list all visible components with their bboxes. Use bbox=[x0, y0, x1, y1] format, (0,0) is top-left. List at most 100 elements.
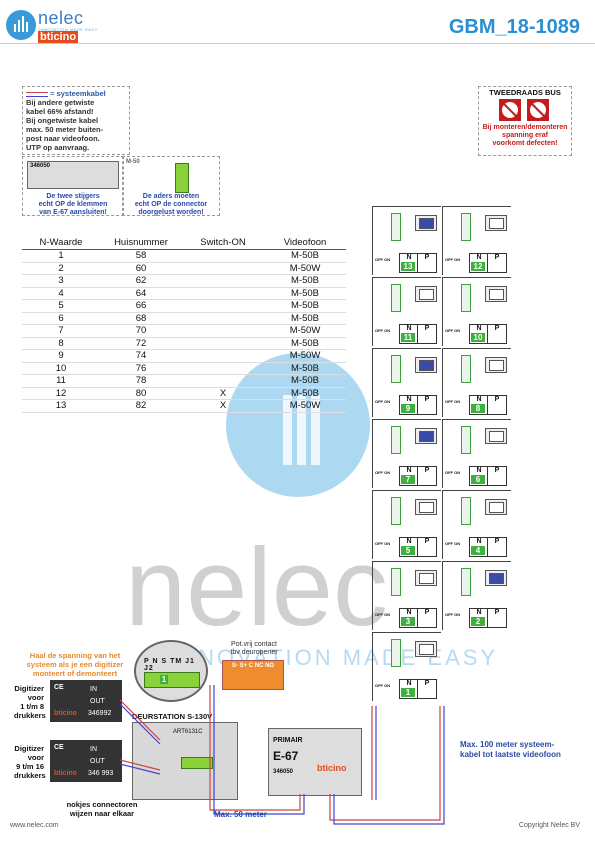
unit-number: 4 bbox=[471, 546, 485, 555]
brand-name: nelec bbox=[38, 8, 84, 28]
detail-right-text: doorgelust worden! bbox=[138, 209, 204, 216]
table-cell bbox=[182, 312, 264, 325]
off-on-label: OFF ON bbox=[375, 257, 391, 262]
ce-mark: CE bbox=[54, 744, 64, 751]
off-on-label: OFF ON bbox=[445, 470, 461, 475]
digitizer-text: Digitizer bbox=[14, 684, 44, 693]
n-label: N bbox=[476, 254, 482, 261]
table-cell: 78 bbox=[100, 374, 182, 388]
off-on-label: OFF ON bbox=[445, 257, 461, 262]
n-label: N bbox=[476, 325, 482, 332]
p-label: P bbox=[424, 396, 430, 403]
digitizer-text: voor bbox=[27, 693, 44, 702]
connector-labels: P N S TM J1 J2 bbox=[144, 658, 195, 672]
nokjes-line: wijzen naar elkaar bbox=[69, 809, 135, 818]
terminal-block bbox=[461, 284, 471, 312]
e67-primair: PRIMAIR bbox=[273, 737, 303, 744]
detail-right-label: M-50 bbox=[126, 159, 140, 165]
table-cell: 12 bbox=[22, 387, 100, 400]
cable-note-line: post naar videofoon. bbox=[26, 134, 100, 143]
bus-warning-box: TWEEDRAADS BUS Bij monteren/demonteren s… bbox=[478, 86, 572, 156]
detail-box-m50: M-50 De aders moeten echt OP de connecto… bbox=[122, 156, 220, 216]
connector-block bbox=[144, 672, 200, 688]
nelec-logo-icon bbox=[6, 10, 36, 40]
unit-number: 12 bbox=[471, 262, 485, 271]
off-on-label: OFF ON bbox=[375, 328, 391, 333]
table-cell: X bbox=[182, 399, 264, 413]
monitor-icon bbox=[485, 215, 507, 231]
table-cell: M-50B bbox=[264, 287, 346, 300]
table-cell: M-50W bbox=[264, 324, 346, 338]
table-cell: 74 bbox=[100, 349, 182, 363]
out-label: OUT bbox=[90, 698, 105, 705]
np-box: P bbox=[417, 253, 437, 273]
bus-warning-text: voorkomt defecten! bbox=[492, 140, 558, 147]
brand-mark: bticino bbox=[54, 710, 77, 717]
n-label: N bbox=[406, 538, 412, 545]
supply-note: Haal de spanning van het systeem als je … bbox=[14, 651, 136, 678]
table-cell: 6 bbox=[22, 312, 100, 325]
table-cell: M-50W bbox=[264, 399, 346, 413]
terminal-block bbox=[391, 355, 401, 383]
n-label: N bbox=[476, 538, 482, 545]
doorstation-code: ART6131C bbox=[173, 729, 203, 735]
np-box: P bbox=[487, 324, 507, 344]
unit-number: 11 bbox=[401, 333, 415, 342]
table-cell: 68 bbox=[100, 312, 182, 325]
monitor-icon bbox=[485, 428, 507, 444]
terminal-block bbox=[461, 497, 471, 525]
out-label: OUT bbox=[90, 758, 105, 765]
table-cell: M-50B bbox=[264, 312, 346, 325]
max50-label: Max. 50 meter bbox=[214, 810, 267, 819]
np-box: P bbox=[487, 537, 507, 557]
digitizer-code: 346992 bbox=[88, 710, 112, 717]
sub-brand: bticino bbox=[38, 31, 79, 43]
table-cell: M-50B bbox=[264, 249, 346, 263]
e67-name: E-67 bbox=[273, 749, 299, 763]
table-cell: 1 bbox=[22, 249, 100, 263]
n-label: N bbox=[406, 254, 412, 261]
np-box: P bbox=[417, 537, 437, 557]
table-cell bbox=[182, 287, 264, 300]
table-cell bbox=[182, 337, 264, 350]
cable-note-line: Bij andere getwiste bbox=[26, 98, 95, 107]
p-label: P bbox=[494, 609, 500, 616]
p-label: P bbox=[494, 254, 500, 261]
table-cell bbox=[182, 249, 264, 263]
np-box: P bbox=[417, 466, 437, 486]
table-cell: M-50W bbox=[264, 262, 346, 275]
unit-number: 2 bbox=[471, 617, 485, 626]
unit-number: 13 bbox=[401, 262, 415, 271]
table-cell: 3 bbox=[22, 274, 100, 288]
e67-module: PRIMAIR E-67 bticino 346050 bbox=[268, 728, 362, 796]
table-cell: 4 bbox=[22, 287, 100, 300]
table-cell: M-50B bbox=[264, 362, 346, 375]
contact-line: tbv deuropener bbox=[230, 649, 278, 656]
terminal-block bbox=[391, 639, 401, 667]
supply-note-line: monteert of demonteert bbox=[32, 669, 118, 678]
n-value-table: N-Waarde Huisnummer Switch-ON Videofoon … bbox=[22, 236, 346, 413]
terminal-block bbox=[391, 284, 401, 312]
max100-line: Max. 100 meter systeem- bbox=[460, 740, 555, 749]
terminal-block bbox=[391, 568, 401, 596]
monitor-icon bbox=[415, 286, 437, 302]
digitizer1-module: CE IN OUT bticino 346992 bbox=[50, 680, 122, 722]
np-box: P bbox=[417, 608, 437, 628]
digitizer-text: 9 t/m 16 bbox=[16, 762, 44, 771]
nokjes-line: nokjes connectoren bbox=[66, 800, 138, 809]
header-divider bbox=[0, 43, 595, 44]
table-cell bbox=[182, 349, 264, 363]
contact-label: Pot.vrij contact tbv deuropener bbox=[224, 641, 284, 657]
table-cell bbox=[182, 299, 264, 313]
svg-text:nelec: nelec bbox=[125, 526, 388, 649]
p-label: P bbox=[494, 467, 500, 474]
connector-value: 1 bbox=[160, 675, 168, 684]
